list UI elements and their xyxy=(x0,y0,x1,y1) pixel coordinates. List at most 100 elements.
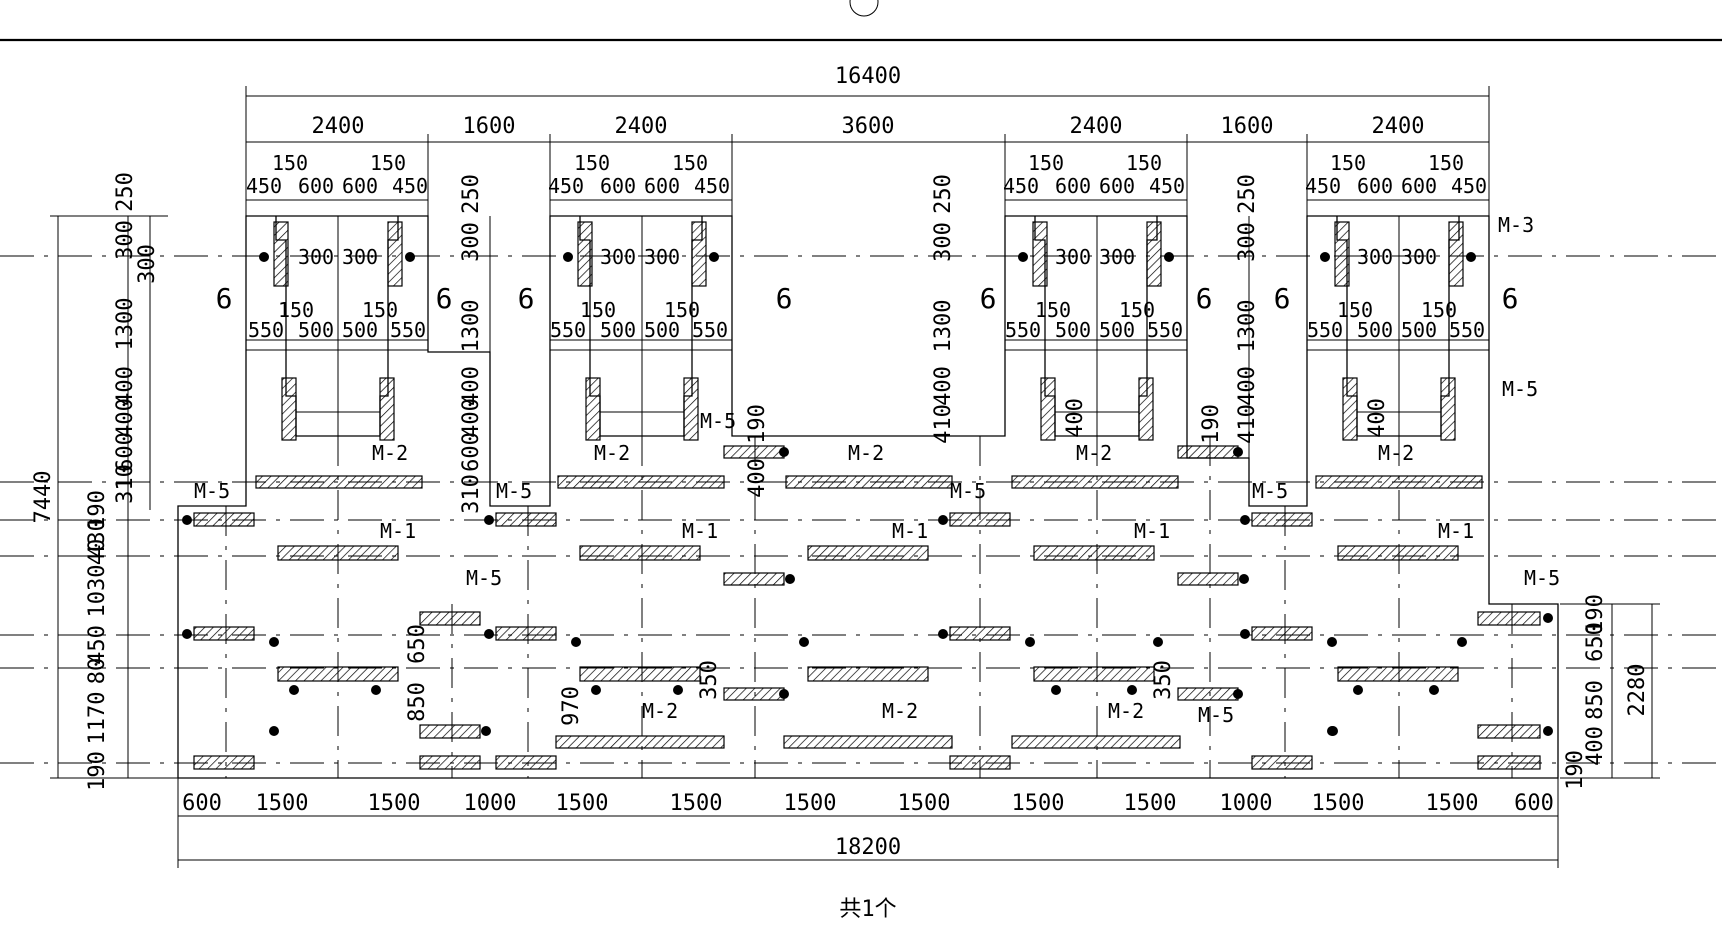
svg-text:400: 400 xyxy=(1063,398,1088,438)
pier-2 xyxy=(550,216,732,441)
dim-150: 150 xyxy=(370,151,406,175)
svg-text:500: 500 xyxy=(1099,318,1135,342)
svg-text:150: 150 xyxy=(1421,298,1457,322)
svg-text:6: 6 xyxy=(216,282,233,315)
dim-150: 150 xyxy=(1028,151,1064,175)
section-marker xyxy=(849,0,879,17)
svg-text:550: 550 xyxy=(1449,318,1485,342)
svg-text:190: 190 xyxy=(85,751,110,791)
svg-text:400: 400 xyxy=(1365,398,1390,438)
svg-text:M-1: M-1 xyxy=(380,519,416,543)
svg-text:600: 600 xyxy=(1055,174,1091,198)
svg-text:500: 500 xyxy=(1357,318,1393,342)
svg-text:300: 300 xyxy=(644,245,680,269)
svg-text:450: 450 xyxy=(1149,174,1185,198)
svg-text:M-2: M-2 xyxy=(372,441,408,465)
svg-text:300: 300 xyxy=(1235,222,1260,262)
svg-text:6: 6 xyxy=(1196,282,1213,315)
svg-text:400: 400 xyxy=(113,398,138,438)
svg-text:190: 190 xyxy=(85,490,110,530)
svg-text:M-5: M-5 xyxy=(1252,479,1288,503)
bottom-dims: 600 1500 1500 1000 1500 1500 1500 1500 1… xyxy=(182,791,1554,816)
svg-text:450: 450 xyxy=(85,625,110,665)
pier-labels: 6 6 6 6 6 6 6 6 xyxy=(216,282,1519,315)
svg-text:300: 300 xyxy=(600,245,636,269)
svg-text:150: 150 xyxy=(278,298,314,322)
svg-text:1500: 1500 xyxy=(898,791,951,816)
svg-text:M-1: M-1 xyxy=(892,519,928,543)
svg-text:600: 600 xyxy=(600,174,636,198)
svg-text:450: 450 xyxy=(694,174,730,198)
dim-top-seg-2: 1600 xyxy=(463,114,516,139)
svg-text:450: 450 xyxy=(246,174,282,198)
svg-text:400: 400 xyxy=(1235,366,1260,406)
svg-text:150: 150 xyxy=(664,298,700,322)
svg-text:M-5: M-5 xyxy=(1502,377,1538,401)
svg-text:250: 250 xyxy=(113,172,138,212)
svg-text:300: 300 xyxy=(1099,245,1135,269)
svg-text:M-5: M-5 xyxy=(466,566,502,590)
svg-text:500: 500 xyxy=(1055,318,1091,342)
svg-text:190: 190 xyxy=(1563,750,1588,790)
svg-text:550: 550 xyxy=(550,318,586,342)
svg-text:300: 300 xyxy=(342,245,378,269)
svg-text:500: 500 xyxy=(1401,318,1437,342)
svg-text:1030: 1030 xyxy=(85,565,110,618)
svg-text:600: 600 xyxy=(1514,791,1554,816)
svg-text:250: 250 xyxy=(931,174,956,214)
svg-text:300: 300 xyxy=(931,222,956,262)
svg-text:M-2: M-2 xyxy=(1108,699,1144,723)
svg-text:80: 80 xyxy=(85,658,110,685)
dim-150: 150 xyxy=(1428,151,1464,175)
svg-text:550: 550 xyxy=(692,318,728,342)
pier-3 xyxy=(1005,216,1187,441)
svg-text:450: 450 xyxy=(548,174,584,198)
svg-text:190: 190 xyxy=(745,404,770,444)
svg-text:6: 6 xyxy=(1274,282,1291,315)
svg-text:1500: 1500 xyxy=(1426,791,1479,816)
pier-4 xyxy=(1307,216,1489,441)
svg-text:600: 600 xyxy=(459,432,484,472)
svg-text:M-1: M-1 xyxy=(1134,519,1170,543)
svg-text:600: 600 xyxy=(113,432,138,472)
svg-text:M-2: M-2 xyxy=(1378,441,1414,465)
svg-text:400: 400 xyxy=(745,458,770,498)
svg-text:1500: 1500 xyxy=(368,791,421,816)
svg-text:250: 250 xyxy=(459,174,484,214)
svg-text:M-3: M-3 xyxy=(1498,213,1534,237)
svg-text:M-5: M-5 xyxy=(950,479,986,503)
svg-text:600: 600 xyxy=(644,174,680,198)
hole-dims: 300 300 300 300 300 300 300 300 xyxy=(298,245,1437,269)
svg-text:550: 550 xyxy=(390,318,426,342)
svg-text:M-1: M-1 xyxy=(682,519,718,543)
svg-text:300: 300 xyxy=(298,245,334,269)
svg-text:M-2: M-2 xyxy=(594,441,630,465)
svg-text:1500: 1500 xyxy=(256,791,309,816)
dim-150: 150 xyxy=(1330,151,1366,175)
dim-150: 150 xyxy=(1126,151,1162,175)
svg-text:300: 300 xyxy=(459,222,484,262)
svg-text:1300: 1300 xyxy=(1235,300,1260,353)
left-dims: 7440 190 1170 80 450 1030 40 430 190 250… xyxy=(31,172,160,791)
anchor-bolts xyxy=(182,447,1553,736)
svg-text:650: 650 xyxy=(405,624,430,664)
svg-text:150: 150 xyxy=(1119,298,1155,322)
svg-text:500: 500 xyxy=(600,318,636,342)
bottom-dimension-lines xyxy=(177,778,1559,868)
left-dimension-lines xyxy=(50,215,178,779)
svg-text:250: 250 xyxy=(1235,174,1260,214)
svg-text:M-5: M-5 xyxy=(700,409,736,433)
svg-text:410: 410 xyxy=(1235,404,1260,444)
right-dims: 190 650 850 400 190 2280 xyxy=(1563,594,1650,790)
svg-text:650: 650 xyxy=(1583,622,1608,662)
svg-text:M-2: M-2 xyxy=(848,441,884,465)
svg-text:600: 600 xyxy=(342,174,378,198)
dim-bottom-overall: 18200 xyxy=(835,835,901,860)
svg-text:850: 850 xyxy=(405,682,430,722)
svg-text:500: 500 xyxy=(342,318,378,342)
svg-text:600: 600 xyxy=(298,174,334,198)
svg-text:1500: 1500 xyxy=(1124,791,1177,816)
svg-text:40: 40 xyxy=(85,539,110,566)
svg-text:450: 450 xyxy=(1305,174,1341,198)
svg-text:600: 600 xyxy=(182,791,222,816)
